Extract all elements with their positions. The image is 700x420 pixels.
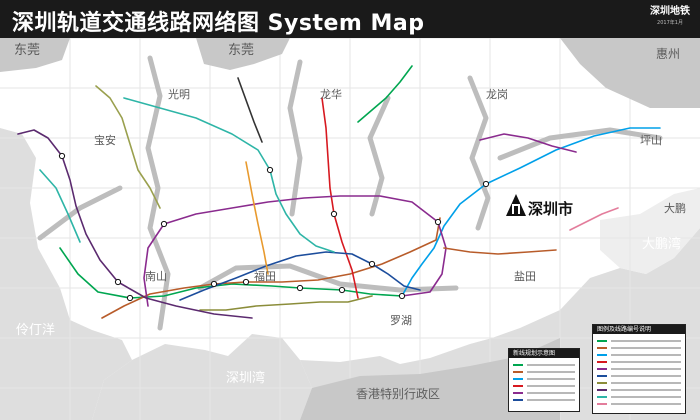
hongkong-land — [300, 338, 560, 420]
region-label-yantian: 盐田 — [514, 270, 536, 283]
legend-entry — [597, 379, 681, 386]
metro-line-2 — [101, 217, 441, 319]
legend-entry — [597, 358, 681, 365]
legend-entry — [597, 386, 681, 393]
interchange-station — [160, 220, 168, 228]
shenzhen-emblem — [506, 194, 526, 216]
water-label-dapengwan: 大鹏湾 — [642, 236, 681, 252]
region-label-longhua: 龙华 — [320, 87, 342, 101]
region-label-nanshan: 南山 — [145, 270, 167, 283]
region-label-dapeng: 大鹏 — [664, 201, 686, 215]
legend-entry — [597, 400, 681, 407]
neighbouring-land — [0, 38, 700, 420]
region-label-longgang: 龙岗 — [486, 88, 508, 101]
water-label-lingdingyang: 伶仃洋 — [16, 323, 55, 338]
dongguan-left-land — [0, 38, 70, 72]
metro-line-12 — [95, 85, 161, 209]
interchange-station — [296, 284, 304, 292]
metro-lines — [17, 65, 661, 319]
metro-line-north-green — [357, 65, 413, 123]
region-label-baoan: 宝安 — [94, 133, 116, 147]
legend-entry — [513, 396, 575, 403]
legend-entry — [513, 389, 575, 396]
region-label-luohu: 罗湖 — [390, 314, 412, 327]
map-title: 深圳轨道交通线路网络图 System Map — [12, 11, 425, 36]
legend-entry — [513, 368, 575, 375]
metro-line-7 — [179, 251, 421, 301]
region-label-dongguan-center: 东莞 — [228, 43, 254, 58]
metro-line-central-orange — [245, 161, 269, 275]
legend-notes: 图例及线路编号说明 — [592, 324, 686, 414]
interchange-station — [266, 166, 274, 174]
metro-line-east-purple — [479, 133, 577, 153]
legend-entry — [513, 375, 575, 382]
interchange-station — [114, 278, 122, 286]
metro-line-3 — [401, 127, 661, 297]
shenzhen-bay — [92, 334, 312, 420]
interchange-station — [242, 278, 250, 286]
legend-entry — [513, 361, 575, 368]
interchange-station — [338, 286, 346, 294]
water-label-shenzhenwan: 深圳湾 — [226, 370, 265, 386]
metro-logo: 深圳地铁 2017年1月 — [650, 5, 690, 27]
header-bar: 深圳轨道交通线路网络图 System Map 深圳地铁 2017年1月 — [0, 0, 700, 38]
metro-line-4 — [321, 97, 359, 299]
metro-line-5 — [143, 195, 447, 307]
legend-entry — [597, 337, 681, 344]
interchange-station — [368, 260, 376, 268]
dapeng-top-sea — [600, 188, 700, 274]
region-label-huizhou: 惠州 — [656, 47, 680, 61]
hongkong-label: 香港特别行政区 — [356, 386, 440, 401]
huizhou-land — [560, 38, 700, 108]
legend-entry — [597, 372, 681, 379]
legend-notes-title: 图例及线路编号说明 — [593, 325, 685, 334]
interchange-station — [58, 152, 66, 160]
legend-planning-title: 新线规划示意图 — [509, 349, 579, 358]
region-label-guangming: 光明 — [168, 87, 190, 101]
legend-entry — [597, 365, 681, 372]
interchange-station — [330, 210, 338, 218]
region-label-pingshan: 坪山 — [640, 134, 662, 147]
interchange-station — [434, 218, 442, 226]
metro-line-11 — [17, 129, 253, 319]
interchange-station — [210, 280, 218, 288]
dongguan-center-land — [196, 38, 290, 70]
metro-line-east-brown — [443, 247, 557, 255]
legend-entry — [597, 393, 681, 400]
interchange-station — [398, 292, 406, 300]
pearl-river-estuary — [0, 128, 132, 420]
metro-line-north-dark — [237, 77, 263, 143]
metro-line-west-teal — [39, 169, 81, 243]
region-label-futian: 福田 — [254, 269, 276, 283]
region-label-dongguan-left: 东莞 — [14, 43, 40, 58]
legend-entry — [513, 382, 575, 389]
metro-line-9 — [199, 295, 373, 311]
metro-logo-subtext: 2017年1月 — [657, 20, 683, 26]
legend-entry — [597, 351, 681, 358]
legend-entry — [597, 344, 681, 351]
interchange-station — [126, 294, 134, 302]
stations — [58, 152, 490, 302]
metro-logo-text: 深圳地铁 — [650, 6, 690, 17]
legend-planning: 新线规划示意图 — [508, 348, 580, 412]
city-label-shenzhen: 深圳市 — [528, 200, 573, 218]
metro-line-10 — [569, 207, 619, 231]
interchange-station — [482, 180, 490, 188]
